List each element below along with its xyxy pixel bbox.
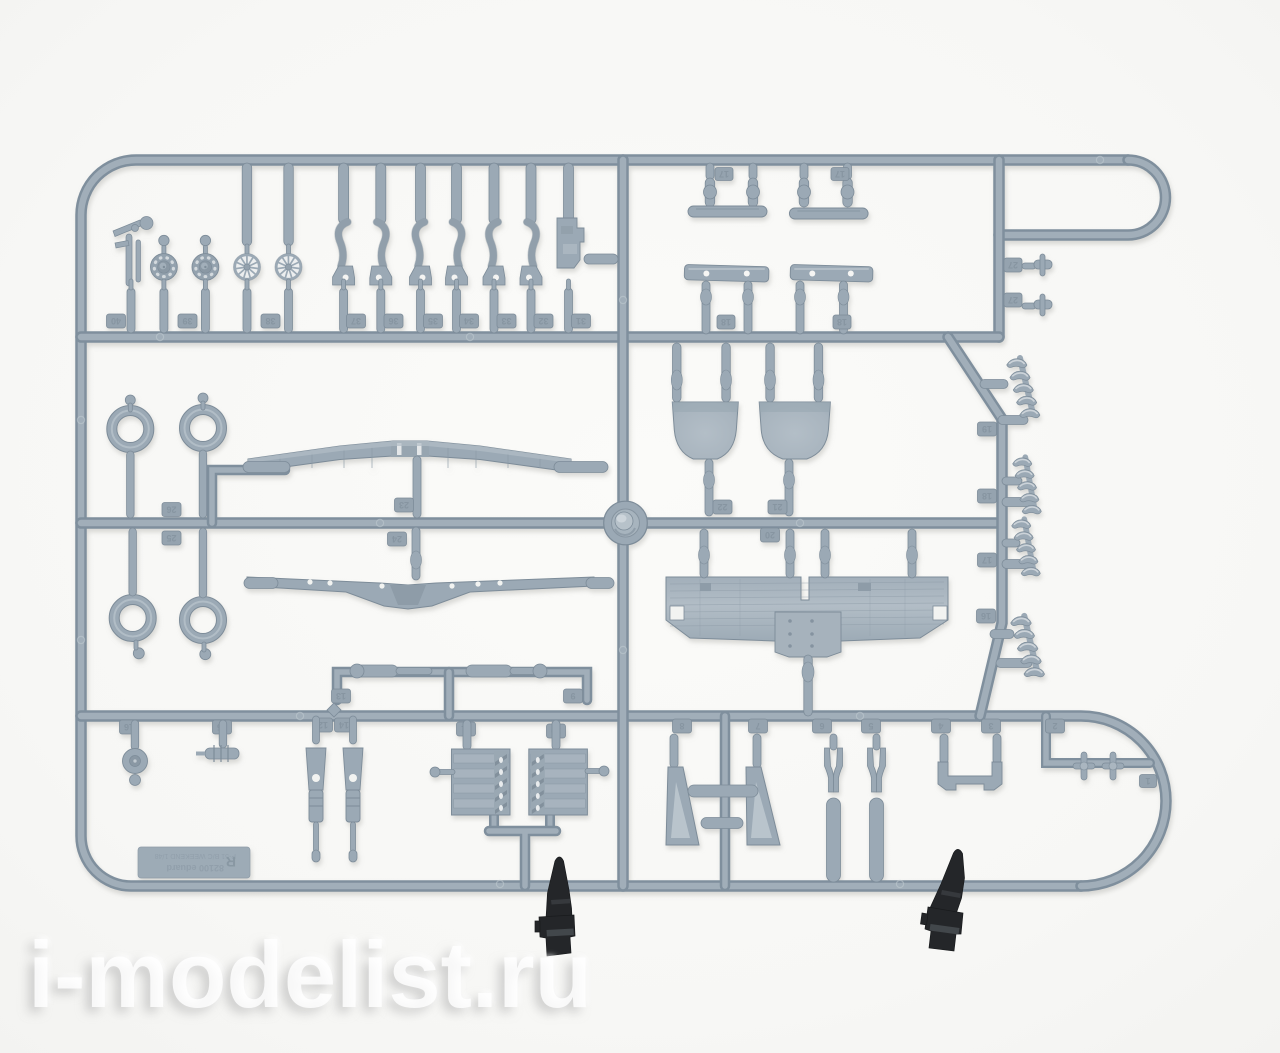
svg-text:13: 13 xyxy=(336,691,346,701)
svg-text:9: 9 xyxy=(570,691,575,701)
svg-text:17: 17 xyxy=(719,169,729,179)
svg-text:4: 4 xyxy=(938,721,943,731)
svg-text:18: 18 xyxy=(982,491,992,501)
svg-text:26: 26 xyxy=(166,505,176,515)
svg-text:17: 17 xyxy=(835,169,845,179)
svg-text:82100 eduard: 82100 eduard xyxy=(166,863,224,873)
svg-text:3: 3 xyxy=(988,721,993,731)
svg-text:12: 12 xyxy=(318,720,328,730)
svg-text:8: 8 xyxy=(679,721,684,731)
svg-text:37: 37 xyxy=(351,316,361,326)
svg-text:34: 34 xyxy=(464,316,474,326)
svg-text:5: 5 xyxy=(868,721,873,731)
svg-text:16: 16 xyxy=(981,611,991,621)
svg-text:18: 18 xyxy=(721,317,731,327)
svg-text:6: 6 xyxy=(819,721,824,731)
svg-text:24: 24 xyxy=(392,534,402,544)
svg-text:36: 36 xyxy=(388,316,398,326)
svg-text:17: 17 xyxy=(982,555,992,565)
svg-text:14: 14 xyxy=(339,720,349,730)
svg-text:27: 27 xyxy=(1008,295,1018,305)
svg-text:39: 39 xyxy=(182,316,192,326)
svg-text:16: 16 xyxy=(124,722,134,732)
svg-text:32: 32 xyxy=(538,316,548,326)
svg-text:18: 18 xyxy=(837,317,847,327)
svg-text:R: R xyxy=(226,854,236,870)
svg-text:22: 22 xyxy=(717,502,727,512)
svg-text:35: 35 xyxy=(428,316,438,326)
svg-text:20: 20 xyxy=(765,530,775,540)
svg-text:19: 19 xyxy=(982,424,992,434)
svg-text:25: 25 xyxy=(166,533,176,543)
svg-text:27: 27 xyxy=(1008,260,1018,270)
svg-text:2: 2 xyxy=(1052,721,1057,731)
svg-text:7: 7 xyxy=(755,721,760,731)
svg-text:23: 23 xyxy=(399,500,409,510)
svg-text:38: 38 xyxy=(265,316,275,326)
svg-text:31: 31 xyxy=(576,316,586,326)
svg-text:1: 1 xyxy=(1145,776,1150,786)
svg-text:21: 21 xyxy=(772,502,782,512)
svg-text:P-51 B/C WEEKEND 1/48: P-51 B/C WEEKEND 1/48 xyxy=(155,852,236,859)
svg-text:33: 33 xyxy=(501,316,511,326)
svg-text:40: 40 xyxy=(111,316,121,326)
